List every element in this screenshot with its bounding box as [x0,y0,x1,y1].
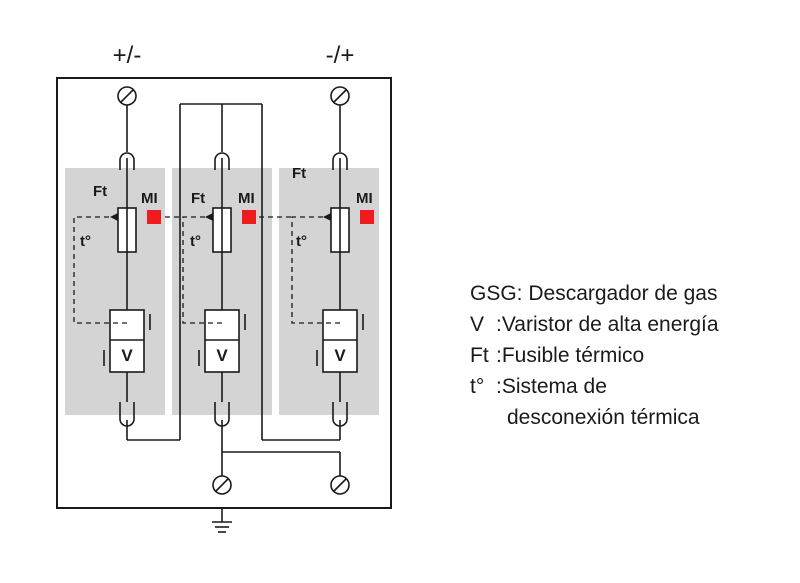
terminal-label-right: -/+ [326,42,355,69]
connector-top-middle [214,152,230,170]
varistor-right [316,309,364,373]
legend-row-t-cont: desconexión térmica [470,402,719,433]
legend-row-ft: Ft :Fusible térmico [470,340,719,371]
connector-top-left [119,152,135,170]
thermal-link-middle [182,216,222,324]
screw-terminal-top-right [330,86,350,106]
indicator-middle [242,210,256,224]
legend-key-t: t° [470,375,485,398]
terminal-label-left: +/- [113,42,142,69]
legend-key-v: V [470,313,485,336]
varistor-left [103,309,151,373]
module-right [279,168,379,415]
ft-label-left: Ft [93,183,107,200]
thermal-link-right [291,216,340,324]
legend-key-gsg: GSG: [470,282,523,305]
legend-row-t: t° :Sistema de [470,371,719,402]
legend-text-gsg: Descargador de gas [528,282,718,305]
arrow-left-icon [205,213,213,221]
screw-terminal-top-left [117,86,137,106]
legend-text-t-cont: desconexión térmica [507,406,700,429]
arrow-left-icon [110,213,118,221]
indicator-left [147,210,161,224]
screw-terminal-bottom-left [212,475,232,495]
thermal-label-right: t° [296,233,307,250]
legend: GSG: Descargador de gas V :Varistor de al… [470,278,719,433]
varistor-label-left: V [121,346,133,365]
legend-text-v: :Varistor de alta energía [496,313,719,336]
indicator-right [360,210,374,224]
module-left [65,168,165,415]
legend-row-v: V :Varistor de alta energía [470,309,719,340]
legend-text-t: :Sistema de [496,375,607,398]
thermal-link-left [73,216,127,324]
legend-row-gsg: GSG: Descargador de gas [470,278,719,309]
varistor-label-middle: V [216,346,228,365]
legend-text-ft: :Fusible térmico [496,344,645,367]
ft-label-middle: Ft [191,190,205,207]
mi-label-middle: MI [238,190,255,207]
thermal-label-middle: t° [190,233,201,250]
ground-icon [212,508,232,533]
varistor-middle [198,309,246,373]
enclosure-box [56,77,392,509]
mi-label-right: MI [356,190,373,207]
varistor-label-right: V [334,346,346,365]
legend-key-ft: Ft [470,344,489,367]
arrow-left-icon [323,213,331,221]
screw-terminal-bottom-right [330,475,350,495]
thermal-label-left: t° [80,233,91,250]
connector-top-right [332,152,348,170]
mi-label-left: MI [141,190,158,207]
ft-label-right: Ft [292,165,306,182]
